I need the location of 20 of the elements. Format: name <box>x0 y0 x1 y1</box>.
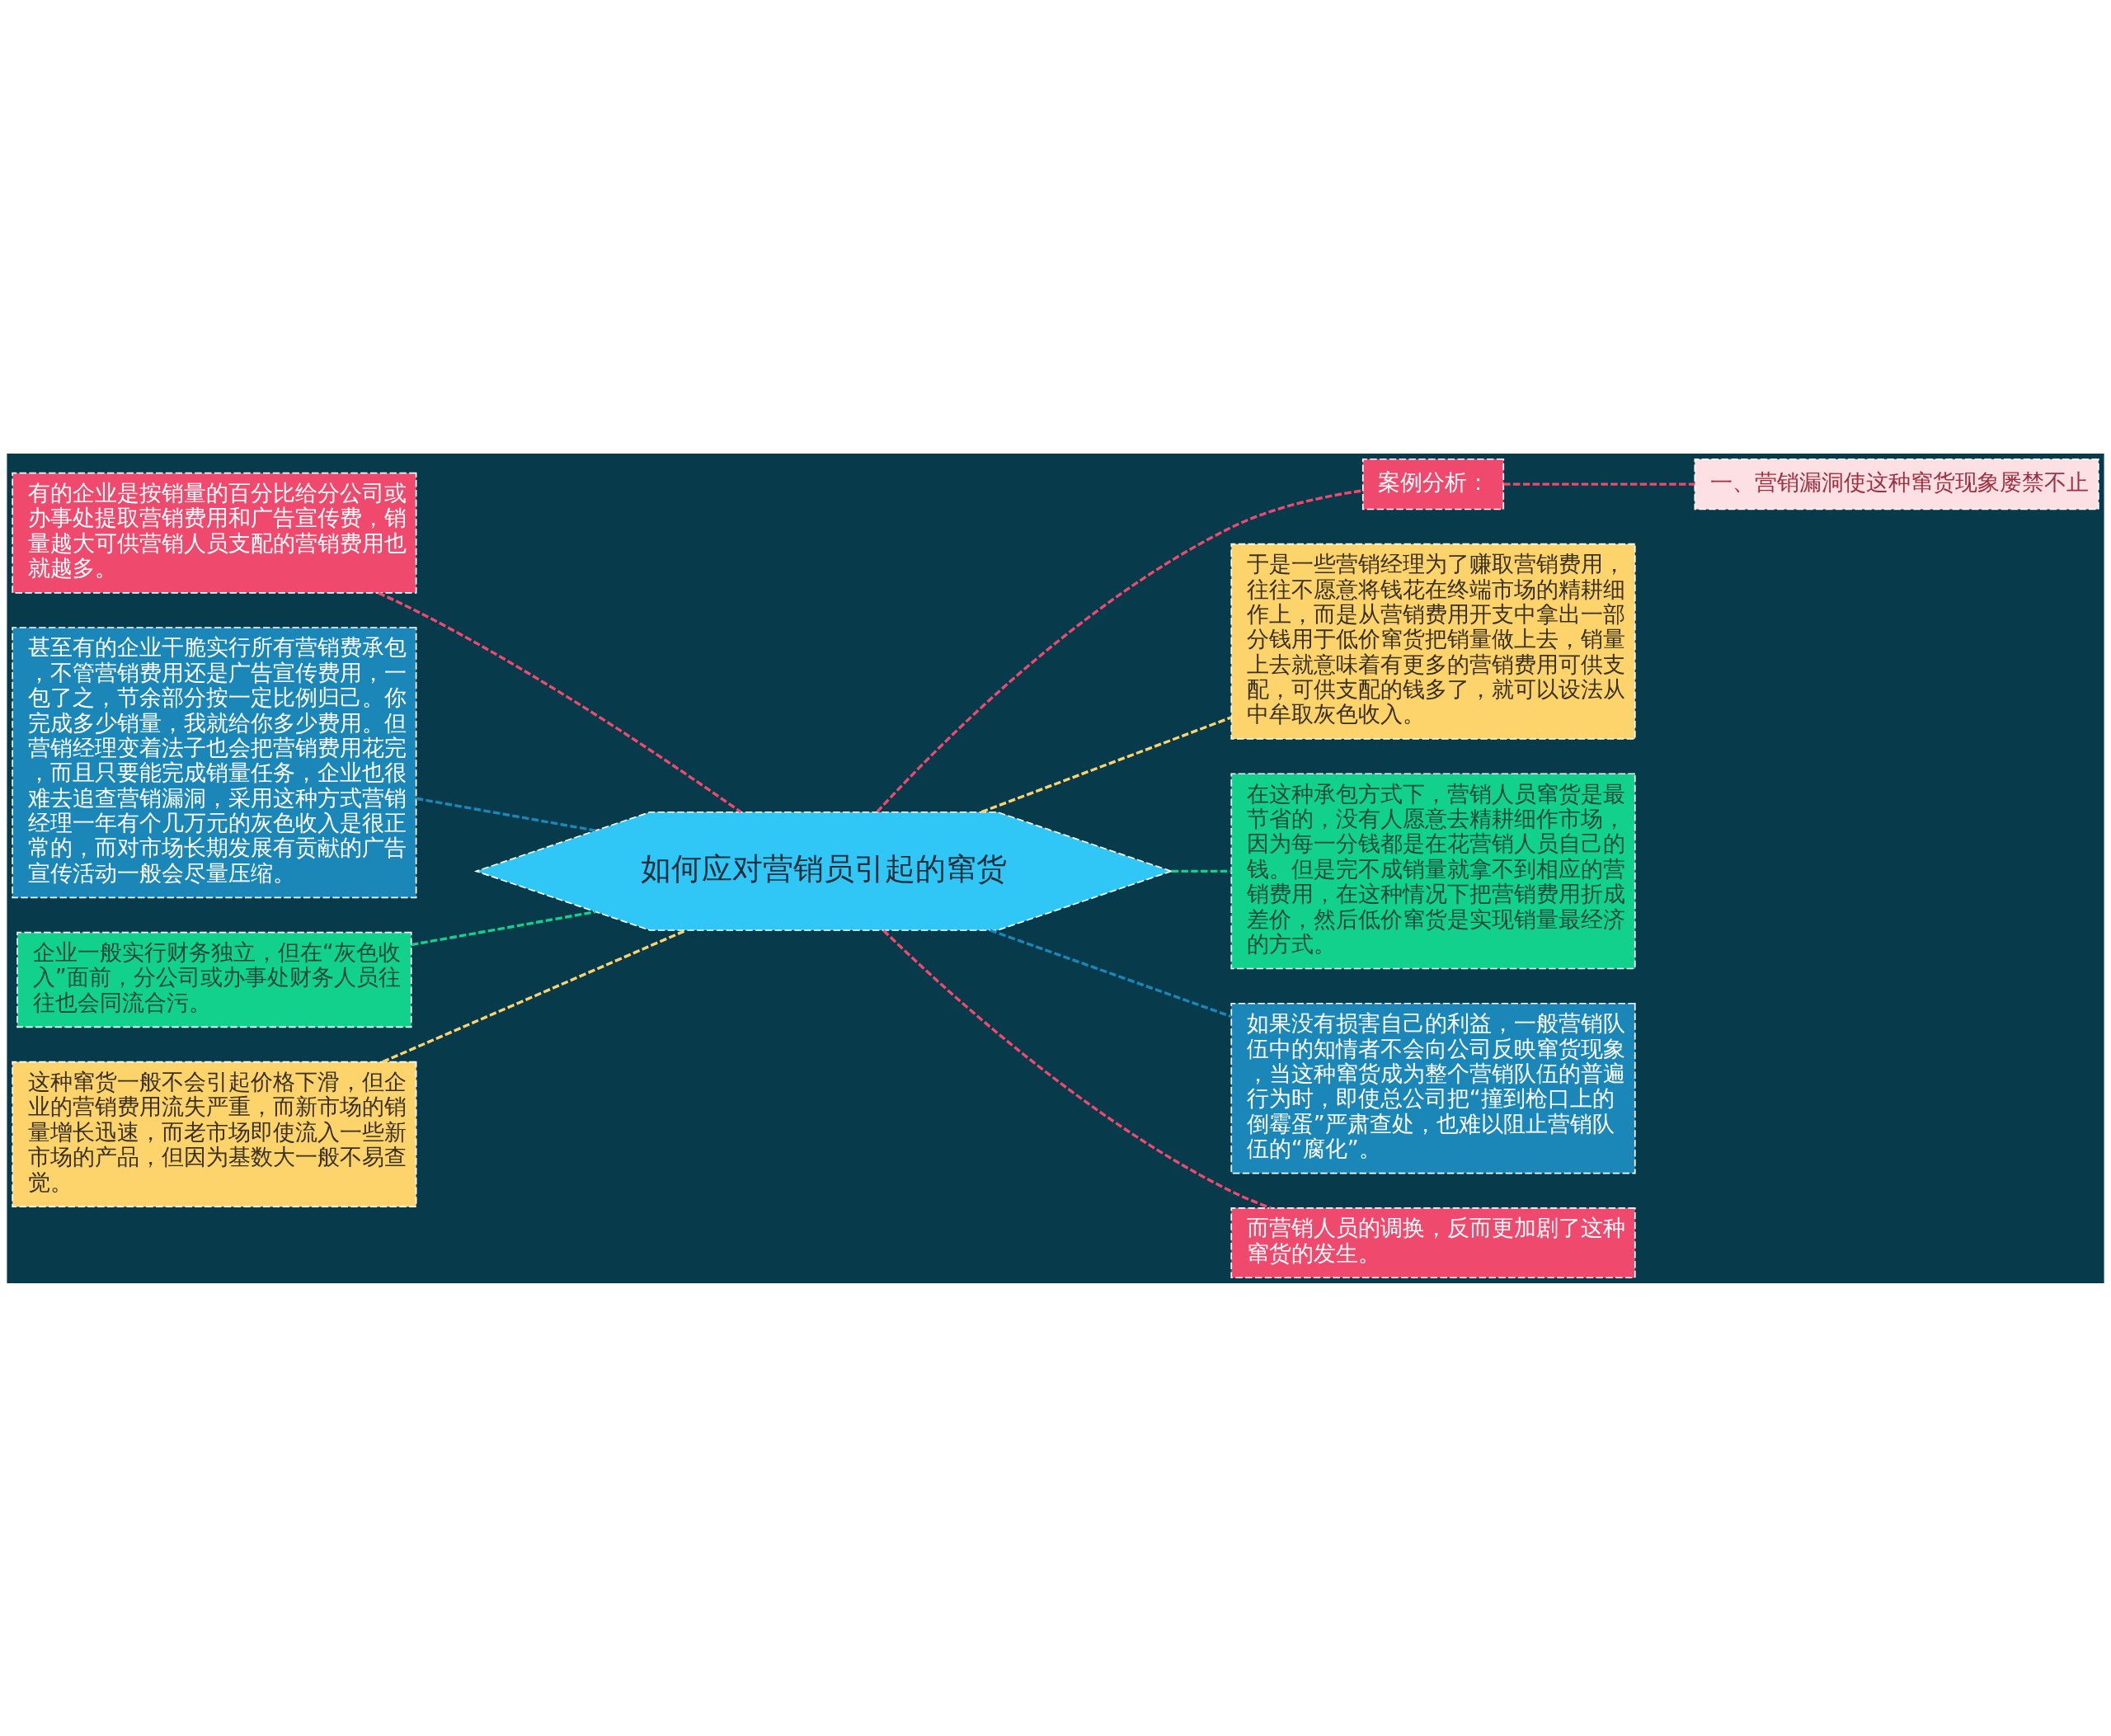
connector <box>882 929 1272 1209</box>
connector <box>411 910 596 946</box>
connector <box>876 488 1363 813</box>
node-box: 于是一些营销经理为了赚取营销费用，往往不愿意将钱花在终端市场的精耕细作上，而是从营销费用开支中拿出一部分钱用于低价窜货把销量做上去，销量上去就意味着有更多的营销费用可供支配，可供支配的钱多了，就可以设法从中牟取灰色收入。 <box>1230 543 1636 740</box>
node-box: 有的企业是按销量的百分比给分公司或办事处提取营销费用和广告宣传费，销量越大可供营销人员支配的营销费用也就越多。 <box>12 472 417 594</box>
connector <box>980 716 1232 813</box>
connector <box>1171 869 1232 873</box>
node-box: 如果没有损害自己的利益，一般营销队伍中的知情者不会向公司反映窜货现象，当这种窜货成为整个营销队伍的普遍行为时，即使总公司把“撞到枪口上的倒霉蛋”严肃查处，也难以阻止营销队伍的“腐化”。 <box>1230 1002 1636 1174</box>
connector <box>382 929 687 1063</box>
node-box: 这种窜货一般不会引起价格下滑，但企业的营销费用流失严重，而新市场的销量增长迅速，而老市场即使流入一些新市场的产品，但因为基数大一般不易查觉。 <box>12 1061 417 1207</box>
node-box: 在这种承包方式下，营销人员窜货是最节省的，没有人愿意去精耕细作市场，因为每一分钱都是在花营销人员自己的钱。但是完不成销量就拿不到相应的营销费用，在这种情况下把营销费用折成差价，然后低价窜货是实现销量最经济的方式。 <box>1230 772 1636 969</box>
connector <box>990 928 1232 1018</box>
node-box: 案例分析： <box>1361 458 1505 510</box>
node-box: 企业一般实行财务独立，但在“灰色收入”面前，分公司或办事处财务人员往往也会同流合污。 <box>16 931 412 1028</box>
node-box: 而营销人员的调换，反而更加剧了这种窜货的发生。 <box>1230 1207 1636 1278</box>
connector <box>1503 482 1695 486</box>
node-box: 甚至有的企业干脆实行所有营销费承包，不管营销费用还是广告宣传费用，一包了之，节余部分按一定比例归己。你完成多少销量，我就给你多少费用。但营销经理变着法子也会把营销费用花完，而且只要能完成销量任务，企业也很难去追查营销漏洞，采用这种方式营销经理一年有个几万元的灰色收入是很正常的，而对市场长期发展有贡献的广告宣传活动一般会尽量压缩。 <box>12 626 417 898</box>
node-box: 一、营销漏洞使这种窜货现象屡禁不止 <box>1694 458 2099 510</box>
connector <box>378 590 742 813</box>
connector <box>416 797 596 832</box>
